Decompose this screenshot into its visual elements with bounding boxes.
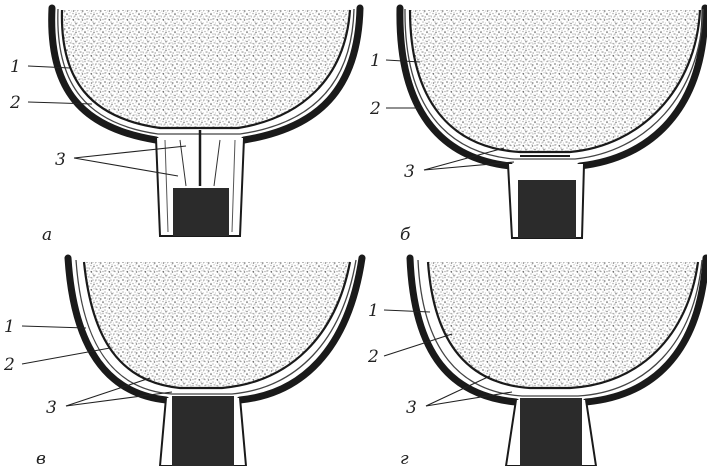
- panel-b: 1 2 3 б: [369, 8, 705, 245]
- uterus-wall-b: [400, 8, 705, 166]
- panel-letter-b: б: [400, 225, 411, 245]
- label-2-g: 2: [367, 347, 379, 367]
- label-3-v: 3: [46, 398, 57, 418]
- cervix-a: [156, 130, 244, 236]
- cervix-b: [508, 156, 584, 238]
- uterus-wall-g: [410, 258, 706, 402]
- label-3-g: 3: [406, 398, 417, 418]
- label-1-a: 1: [10, 57, 21, 77]
- label-1-g: 1: [368, 301, 379, 321]
- label-2-b: 2: [369, 99, 381, 119]
- panel-letter-g: г: [400, 449, 409, 466]
- label-3-a: 3: [55, 150, 66, 170]
- cervix-v: [160, 396, 246, 466]
- uterus-wall-a: [52, 8, 360, 140]
- label-1-b: 1: [370, 51, 381, 71]
- panel-g: 1 2 3 г: [367, 258, 706, 466]
- label-3-b: 3: [404, 162, 415, 182]
- uterus-wall-v: [68, 258, 362, 400]
- label-2-a: 2: [9, 93, 21, 113]
- panel-letter-a: а: [42, 225, 52, 245]
- label-2-v: 2: [3, 355, 15, 375]
- panel-letter-v: в: [36, 449, 46, 466]
- cervix-g: [506, 398, 596, 466]
- panel-a: 1 2 3 а: [9, 8, 360, 245]
- panel-v: 1 2 3 в: [3, 258, 362, 466]
- label-1-v: 1: [4, 317, 15, 337]
